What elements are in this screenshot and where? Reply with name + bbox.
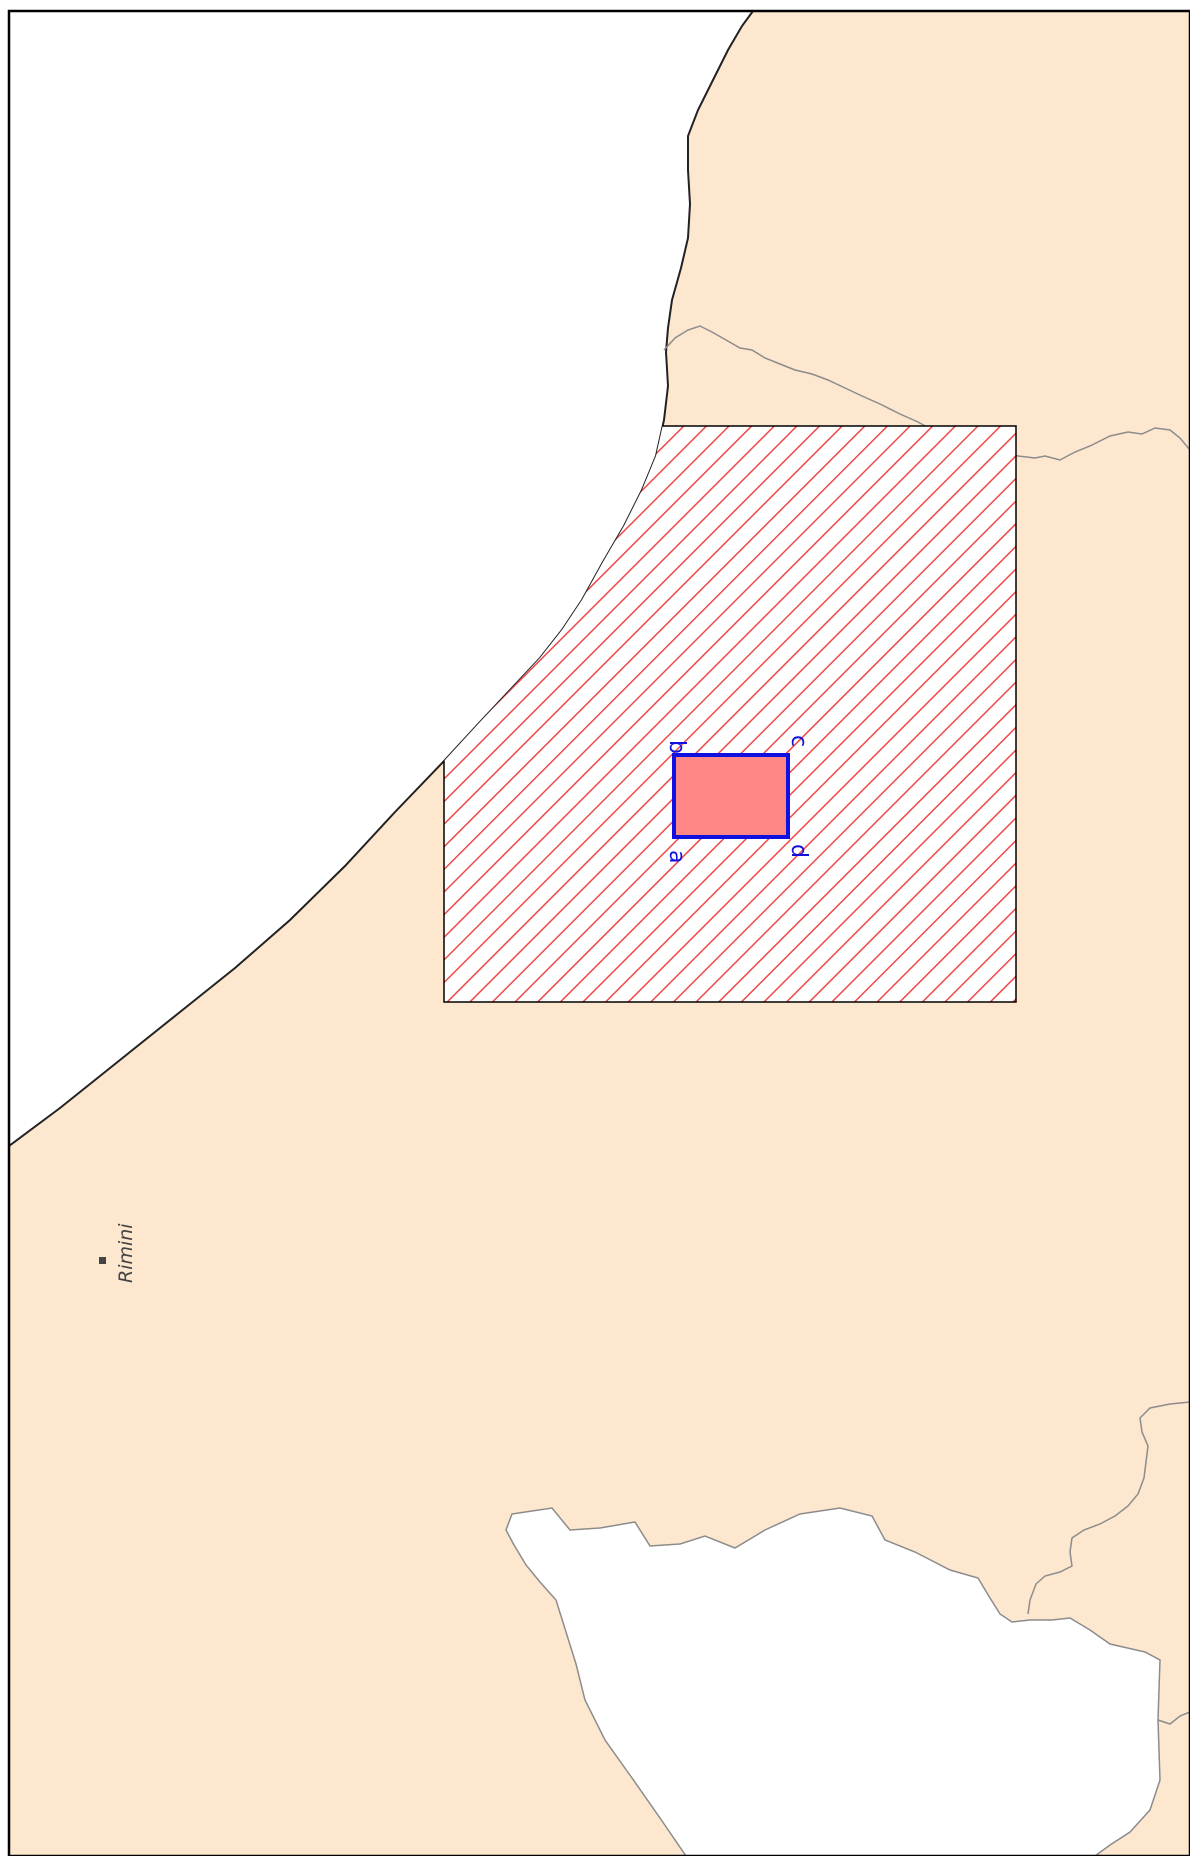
city-label-rimini: Rimini bbox=[115, 1223, 137, 1283]
inland-water-body bbox=[505, 1507, 1161, 1856]
corner-label-a: a bbox=[664, 850, 689, 863]
corner-label-c: c bbox=[786, 735, 811, 747]
target-area-rectangle[interactable] bbox=[672, 753, 790, 839]
administrative-boundary bbox=[1027, 1401, 1190, 1615]
city-marker-square-icon[interactable] bbox=[99, 1257, 106, 1264]
corner-label-d: d bbox=[786, 844, 811, 858]
administrative-boundary bbox=[1157, 1711, 1190, 1725]
corner-label-b: b bbox=[664, 740, 689, 754]
map-border bbox=[7, 9, 1190, 1856]
